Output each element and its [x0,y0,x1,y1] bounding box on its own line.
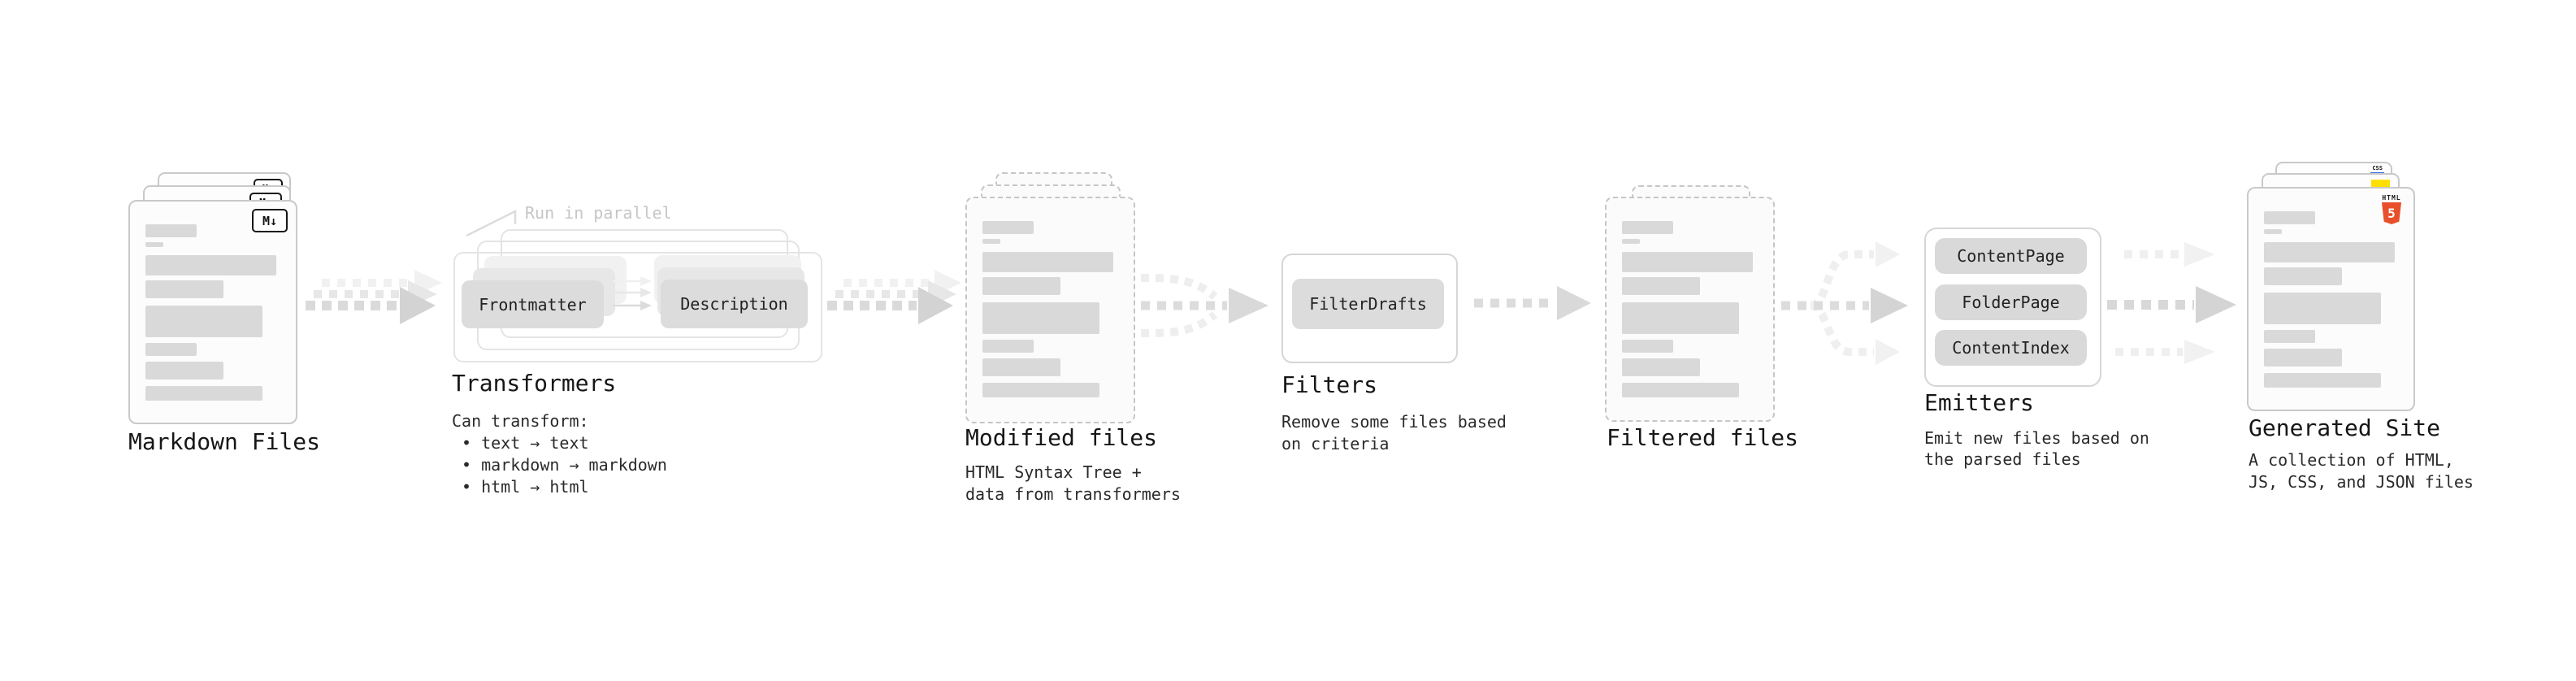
flow-arrow-emitters-to-generated [2103,237,2245,367]
flow-arrow-modified-to-filters [1136,267,1274,345]
placeholder-text-bar [1622,277,1700,295]
filters-note: Remove some files based on criteria [1281,411,1507,455]
html5-icon: HTML 5 [2381,194,2402,224]
note-line: • html → html [462,477,589,497]
description-pill: Description [661,280,808,328]
placeholder-text-bar [2264,293,2381,324]
placeholder-text-bar [1622,340,1673,353]
js-icon [2371,180,2390,189]
placeholder-text-bar [145,343,197,356]
markdown-file-card-front: M↓ [128,200,297,424]
placeholder-text-bar [2264,211,2315,224]
generated-site-note: A collection of HTML, JS, CSS, and JSON … [2249,449,2474,493]
note-line: HTML Syntax Tree + [965,462,1142,482]
run-in-parallel-leader-line [462,203,527,240]
modified-file-card-front [965,197,1135,423]
stage-title-modified-files: Modified files [965,424,1158,451]
placeholder-text-bar [982,340,1034,353]
placeholder-text-bar [1622,239,1640,244]
placeholder-text-bar [2264,373,2381,388]
stage-title-filtered-files: Filtered files [1607,424,1799,451]
note-line: the parsed files [1924,449,2081,469]
note-line: • markdown → markdown [462,455,667,475]
stage-title-generated-site: Generated Site [2249,414,2441,441]
placeholder-text-bar [2264,349,2342,367]
stage-title-transformers: Transformers [452,370,617,397]
note-line: • text → text [462,433,589,453]
placeholder-text-bar [982,302,1099,334]
placeholder-text-bar [145,224,197,237]
stage-title-filters: Filters [1281,371,1378,398]
note-line: data from transformers [965,484,1181,504]
placeholder-text-bar [1622,252,1753,272]
note-line: Can transform: [452,411,589,431]
flow-arrow-filtered-to-emitters [1778,232,1918,374]
flow-arrow-markdown-to-transformers [299,258,449,352]
placeholder-text-bar [982,252,1113,272]
generated-html-file-card: HTML 5 [2247,187,2415,411]
folder-page-pill: FolderPage [1935,284,2087,320]
placeholder-text-bar [2264,242,2395,262]
placeholder-text-bar [982,221,1034,234]
note-line: Emit new files based on [1924,428,2149,448]
note-line: A collection of HTML, [2249,450,2454,470]
placeholder-text-bar [1622,383,1739,397]
placeholder-text-bar [982,277,1060,295]
emitters-note: Emit new files based on the parsed files [1924,427,2149,470]
filtered-file-card-front [1605,197,1775,422]
placeholder-text-bar [982,239,1000,244]
flow-arrow-transformers-to-modified [823,258,969,352]
flow-arrow-filters-to-filtered [1469,280,1599,328]
placeholder-text-bar [982,358,1060,376]
placeholder-text-bar [145,280,223,298]
note-line: Remove some files based [1281,412,1507,432]
note-line: JS, CSS, and JSON files [2249,472,2474,492]
content-page-pill: ContentPage [1935,238,2087,274]
placeholder-text-bar [1622,302,1739,334]
placeholder-text-bar [982,383,1099,397]
transform-mini-arrows [611,273,661,315]
transformer-instance-front [453,252,822,362]
frontmatter-pill: Frontmatter [462,280,604,328]
placeholder-text-bar [1622,358,1700,376]
placeholder-text-bar [145,386,262,401]
stage-title-emitters: Emitters [1924,389,2034,416]
filter-drafts-pill: FilterDrafts [1292,279,1444,329]
modified-files-note: HTML Syntax Tree + data from transformer… [965,462,1181,505]
placeholder-text-bar [2264,267,2342,285]
placeholder-text-bar [145,242,163,247]
stage-title-markdown-files: Markdown Files [128,428,321,455]
placeholder-text-bar [145,255,276,275]
transformers-note: Can transform: • text → text • markdown … [452,410,667,498]
content-index-pill: ContentIndex [1935,330,2087,366]
placeholder-text-bar [2264,330,2315,343]
note-line: on criteria [1281,434,1390,453]
placeholder-text-bar [145,306,262,337]
run-in-parallel-label: Run in parallel [525,203,672,223]
placeholder-text-bar [145,362,223,380]
markdown-icon: M↓ [252,209,288,232]
placeholder-text-bar [1622,221,1673,234]
placeholder-text-bar [2264,229,2282,234]
